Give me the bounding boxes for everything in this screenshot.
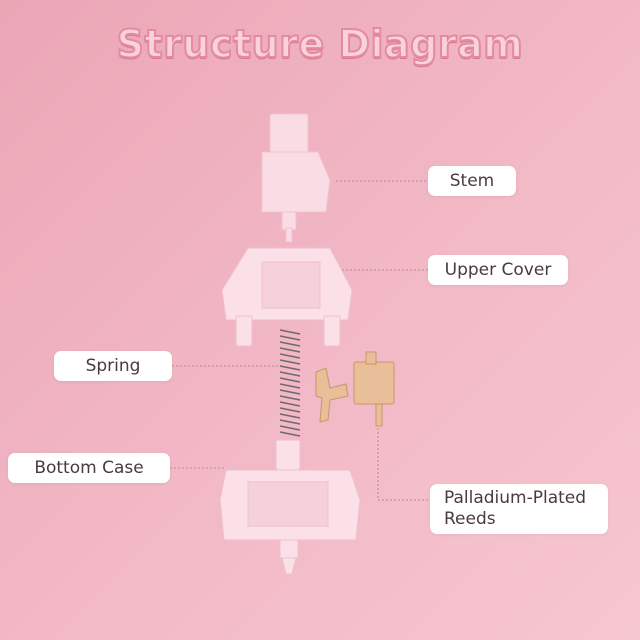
stem-label: Stem (428, 166, 516, 196)
reeds-part (315, 351, 395, 427)
spring-label: Spring (54, 351, 172, 381)
reeds-label-line2: Reeds (444, 509, 496, 529)
upper-cover-label: Upper Cover (428, 255, 568, 285)
reeds-leader-line (377, 400, 430, 501)
upper-cover-part (221, 247, 353, 347)
bottom-case-part (219, 439, 361, 575)
reeds-label-line1: Palladium-Plated (444, 488, 587, 508)
reeds-label: Palladium-Plated Reeds (430, 484, 608, 534)
bottom-case-label: Bottom Case (8, 453, 170, 483)
spring-part (279, 329, 301, 437)
stem-part (261, 113, 331, 243)
diagram-title: Structure Diagram (116, 21, 524, 67)
